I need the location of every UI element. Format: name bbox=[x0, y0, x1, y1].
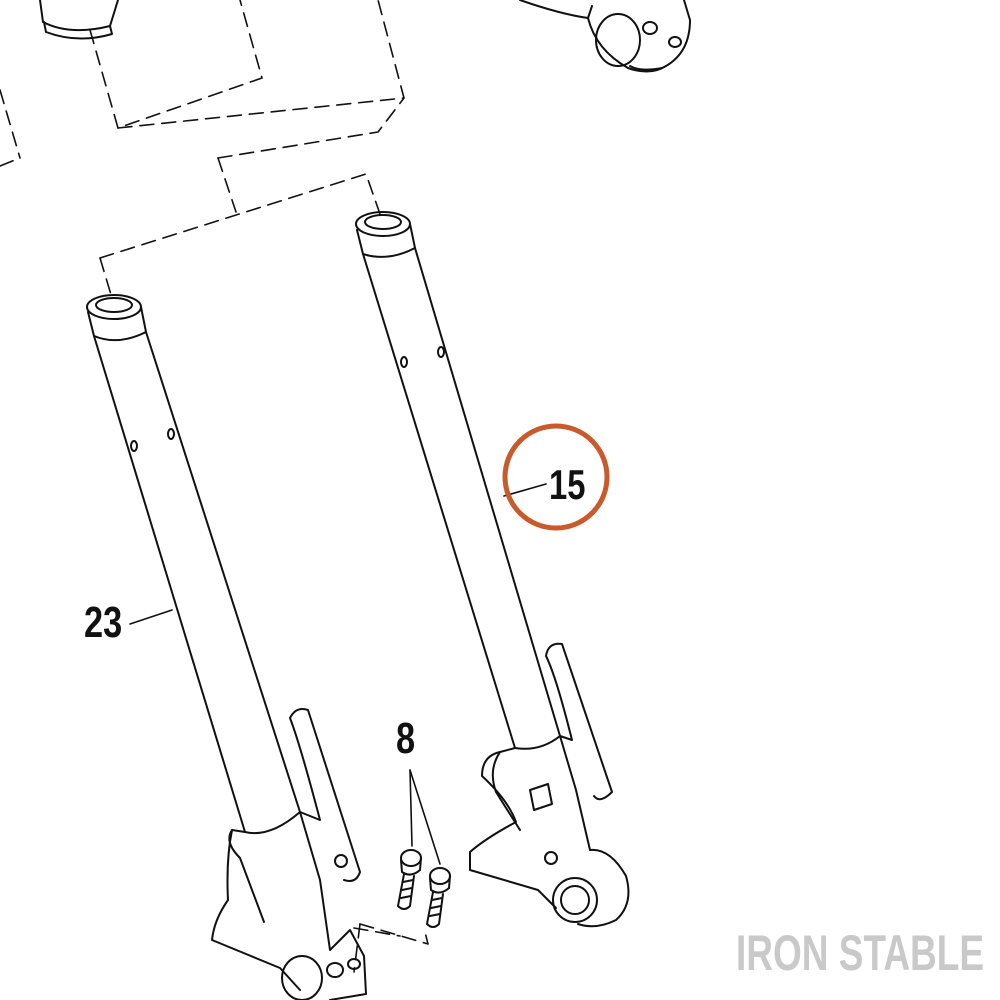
top-left-clamp-part bbox=[39, 0, 119, 40]
callout-leader-lines bbox=[129, 483, 547, 865]
caliper-bolt-1 bbox=[397, 849, 422, 910]
caliper-bolt-2 bbox=[426, 867, 451, 928]
callout-label-23: 23 bbox=[84, 598, 123, 647]
right-fork-leg bbox=[355, 211, 630, 928]
callout-label-15: 15 bbox=[549, 461, 586, 508]
triple-clamp-part bbox=[519, 0, 691, 73]
watermark-text: IRON STABLE bbox=[736, 925, 985, 981]
callout-label-8: 8 bbox=[396, 714, 416, 763]
assembly-dashed-lines bbox=[0, 0, 429, 973]
left-fork-leg bbox=[86, 294, 367, 1000]
highlight-circle bbox=[502, 423, 610, 531]
